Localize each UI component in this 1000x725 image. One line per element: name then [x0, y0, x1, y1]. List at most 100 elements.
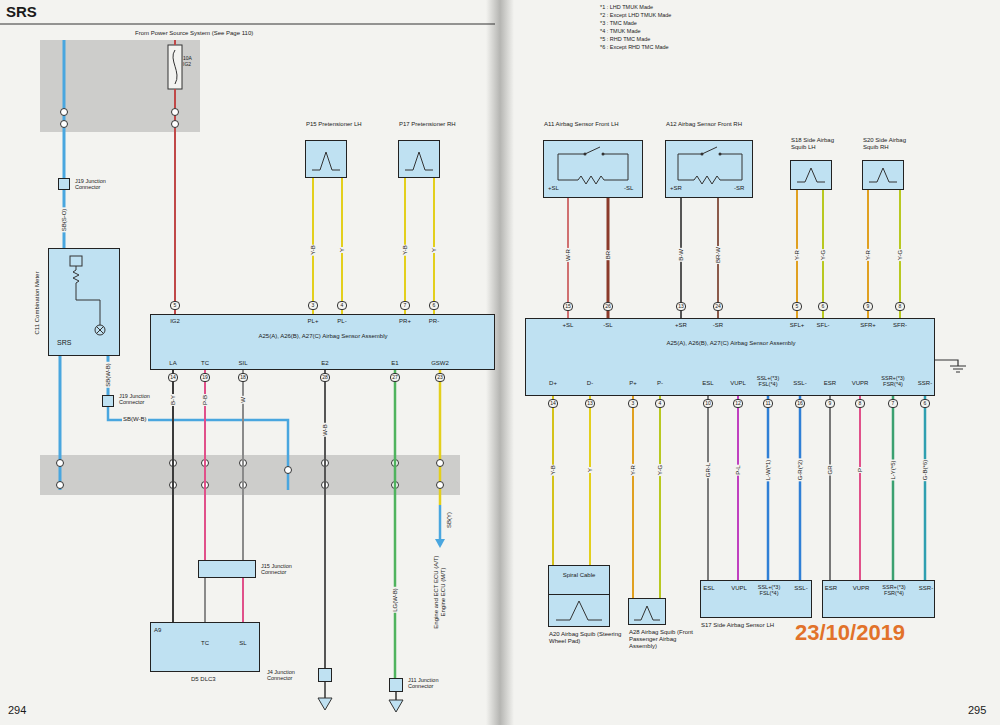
node-text: +SR — [670, 185, 682, 192]
label: SFR- — [893, 322, 907, 329]
node-text: C11 Combination Meter — [34, 253, 41, 353]
pretensioner-box: P17 Pretensioner RH — [398, 140, 440, 178]
wire-color-code: P-L — [735, 464, 742, 475]
label: E1 — [391, 360, 398, 367]
box-fill — [398, 140, 440, 178]
label: PR- — [429, 318, 439, 325]
wire-color-code: L-W(*1) — [765, 459, 772, 482]
label: PL- — [337, 318, 346, 325]
node-text: D5 DLC3 — [191, 676, 216, 683]
pretensioner-box: P15 Pretensioner LH — [305, 140, 347, 178]
node-text: -SL — [624, 185, 633, 192]
power-wire — [174, 40, 176, 314]
label: PR+ — [399, 318, 411, 325]
node-text: ESL — [703, 585, 714, 592]
pin-number: 16 — [795, 399, 805, 408]
node-text: VUPL — [731, 585, 747, 592]
label: *3 : TMC Made — [600, 20, 637, 26]
wire-color-code: G-B(*6) — [922, 459, 929, 481]
fuse-symbol — [168, 45, 182, 89]
node-text: P15 Pretensioner LH — [306, 121, 364, 128]
box-fill — [543, 140, 643, 198]
connector-pin — [57, 482, 64, 489]
wire-color-code: P — [857, 467, 864, 473]
wire — [439, 505, 442, 540]
pin-number: 15 — [563, 302, 573, 311]
label: -SR — [713, 322, 723, 329]
wire-color-code: Y-G — [897, 249, 904, 261]
side-sensor-box: S17 Side Airbag Sensor LHESLVUPLSSL+(*3)… — [700, 580, 812, 618]
node-text: SSR+(*3) FSR(*4) — [878, 584, 910, 597]
node-text: A12 Airbag Sensor Front RH — [666, 121, 752, 128]
wire — [829, 396, 831, 580]
contact-dot — [701, 153, 704, 156]
pin-number: 6 — [429, 301, 439, 310]
pin-number: 24 — [713, 302, 723, 311]
node-text: -SR — [734, 185, 744, 192]
ground-symbol — [318, 698, 332, 710]
label: Engine and ECT ECU (A/T) Engine ECU (M/T… — [433, 553, 447, 631]
box-fill — [150, 622, 260, 672]
label: D+ — [549, 380, 557, 387]
wire-color-code: P-B — [202, 394, 209, 406]
label: SSR- — [918, 380, 932, 387]
squib-symbol — [312, 152, 340, 170]
label: *2 : Except LHD TMUK Made — [600, 12, 671, 18]
connector-pin — [172, 109, 179, 116]
spiral-cable-box: Spiral Cable — [548, 565, 610, 595]
wire-color-code: W-R — [565, 248, 572, 262]
junction-connector: J19 Junction Connector — [58, 178, 70, 190]
box-fill — [822, 580, 935, 618]
label: 23/10/2019 — [795, 620, 905, 645]
pin-number: 26 — [603, 302, 613, 311]
wire-color-code: W — [240, 396, 247, 404]
ground-wire — [395, 692, 397, 700]
node-text: Spiral Cable — [559, 572, 599, 579]
connector-pin — [172, 121, 179, 128]
squib-symbol — [634, 606, 660, 620]
node-text: S17 Side Airbag Sensor LH — [701, 622, 796, 629]
wire — [659, 396, 661, 598]
node-text: SRS — [57, 339, 71, 347]
node-text: A28 Airbag Squib (Front Passenger Airbag… — [629, 629, 697, 650]
connector-pin — [437, 482, 444, 489]
wire-color-code: SB(W-B) — [105, 362, 112, 388]
label: P- — [657, 380, 663, 387]
wire-color-code: L-Y(*5) — [890, 459, 897, 480]
pin-number: 3 — [308, 301, 318, 310]
node-text: +SL — [548, 185, 559, 192]
box-fill — [790, 160, 832, 190]
node-text: J15 Junction Connector — [261, 563, 317, 576]
junction-connector: J15 Junction Connector — [198, 560, 256, 578]
label: SFR+ — [860, 322, 876, 329]
wire — [737, 396, 739, 580]
wire — [632, 396, 634, 598]
wire-color-code: B-W — [678, 248, 685, 262]
label: 294 — [8, 704, 26, 717]
connector-pin — [285, 467, 292, 474]
node-text: ESR — [825, 585, 837, 592]
connector-pin — [61, 109, 68, 116]
label: IG2 — [170, 318, 180, 325]
label: PL+ — [308, 318, 319, 325]
box-fill — [700, 580, 812, 618]
pin-number: 6 — [818, 302, 828, 311]
label: *5 : RHD TMC Made — [600, 36, 650, 42]
wire — [108, 407, 288, 490]
pin-number: 7 — [400, 301, 410, 310]
node-text: P17 Pretensioner RH — [399, 121, 457, 128]
header-rule — [0, 24, 495, 25]
wire-color-code: BR-W — [715, 246, 722, 264]
wire — [552, 396, 554, 565]
label: SL — [239, 640, 246, 647]
node-text: A25(A), A26(B), A27(C) Airbag Sensor Ass… — [666, 340, 796, 347]
pin-number: 14 — [548, 399, 558, 408]
pin-number: 4 — [655, 399, 665, 408]
label: SFL+ — [790, 322, 805, 329]
pin-number: 14 — [168, 373, 178, 382]
pin-number: 6 — [920, 399, 930, 408]
connector-pin — [61, 121, 68, 128]
pin-number: 11 — [763, 399, 773, 408]
label: 10A IG2 — [183, 56, 201, 68]
